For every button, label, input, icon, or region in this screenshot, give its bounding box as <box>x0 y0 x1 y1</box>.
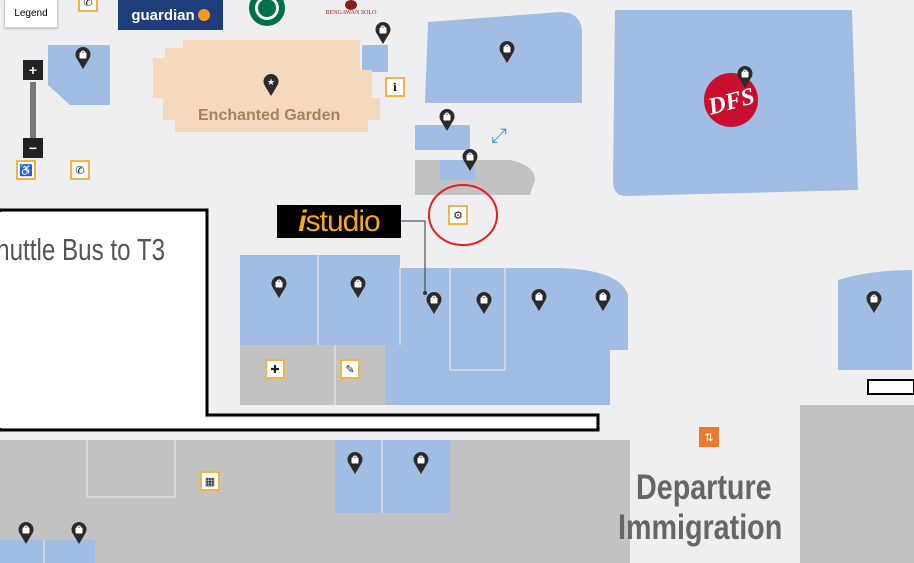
shopping-bag-pin-icon[interactable] <box>439 109 455 131</box>
immigration-label: Immigration <box>618 508 783 547</box>
istudio-leader-line <box>400 220 426 293</box>
highlight-circle <box>428 184 498 246</box>
shopping-bag-pin-icon[interactable] <box>476 292 492 314</box>
shopping-bag-pin-icon[interactable] <box>531 289 547 311</box>
bengawan-text: BENGAWAN SOLO <box>325 10 377 16</box>
info-kiosk-icon[interactable]: ℹ <box>385 77 405 97</box>
zoom-track[interactable] <box>30 82 36 138</box>
baggage-icon[interactable]: ▦ <box>200 471 220 491</box>
shop-dividers <box>43 255 506 563</box>
telephone-icon[interactable]: ✆ <box>70 160 90 180</box>
guardian-mark-icon <box>197 9 210 21</box>
shopping-bag-pin-icon[interactable] <box>866 291 882 313</box>
shopping-bag-pin-icon[interactable] <box>375 22 391 44</box>
departure-label: Departure <box>636 468 772 507</box>
shopping-bag-pin-icon[interactable] <box>462 149 478 171</box>
istudio-text: studio <box>305 204 381 238</box>
guardian-logo: guardian <box>118 0 223 30</box>
first-aid-icon[interactable]: ✚ <box>265 359 285 379</box>
shuttle-bus-hall <box>0 208 600 432</box>
guardian-text: guardian <box>131 6 195 24</box>
shopping-bag-pin-icon[interactable] <box>595 289 611 311</box>
right-corridor <box>867 379 914 395</box>
shopping-bag-pin-icon[interactable] <box>350 276 366 298</box>
shuttle-bus-label: Shuttle Bus to T3 <box>0 232 166 267</box>
shopping-bag-pin-icon[interactable] <box>737 66 753 88</box>
baby-care-icon[interactable]: ♿ <box>16 160 36 180</box>
istudio-i: i <box>298 204 306 238</box>
shopping-bag-pin-icon[interactable] <box>75 47 91 69</box>
smoking-room-icon[interactable]: ✎ <box>340 359 360 379</box>
dfs-logo: DFS <box>704 73 758 127</box>
shopping-bag-pin-icon[interactable] <box>347 452 363 474</box>
bengawan-solo-logo: BENGAWAN SOLO <box>322 0 380 22</box>
shopping-bag-pin-icon[interactable] <box>413 452 429 474</box>
transfer-icon[interactable]: ⇅ <box>699 427 719 447</box>
bengawan-mark-icon <box>345 0 357 10</box>
enchanted-garden-label: Enchanted Garden <box>198 107 341 124</box>
starbucks-logo <box>249 0 285 26</box>
star-pin-icon[interactable]: ★ <box>263 74 279 96</box>
zoom-in-button[interactable]: + <box>23 60 43 80</box>
shopping-bag-pin-icon[interactable] <box>71 522 87 544</box>
legend-button[interactable]: Legend <box>4 0 58 28</box>
svg-text:★: ★ <box>267 77 275 87</box>
shopping-bag-pin-icon[interactable] <box>18 522 34 544</box>
hearing-loop-icon[interactable]: ⚙ <box>448 205 468 225</box>
zoom-out-button[interactable]: − <box>23 138 43 158</box>
shopping-bag-pin-icon[interactable] <box>271 276 287 298</box>
shopping-bag-pin-icon[interactable] <box>499 41 515 63</box>
escalator-icon[interactable]: ⤢ <box>491 125 507 147</box>
telephone-icon[interactable]: ✆ <box>78 0 98 12</box>
zoom-control[interactable]: + − <box>23 60 43 160</box>
shopping-bag-pin-icon[interactable] <box>426 292 442 314</box>
istudio-logo[interactable]: i studio <box>277 205 401 238</box>
